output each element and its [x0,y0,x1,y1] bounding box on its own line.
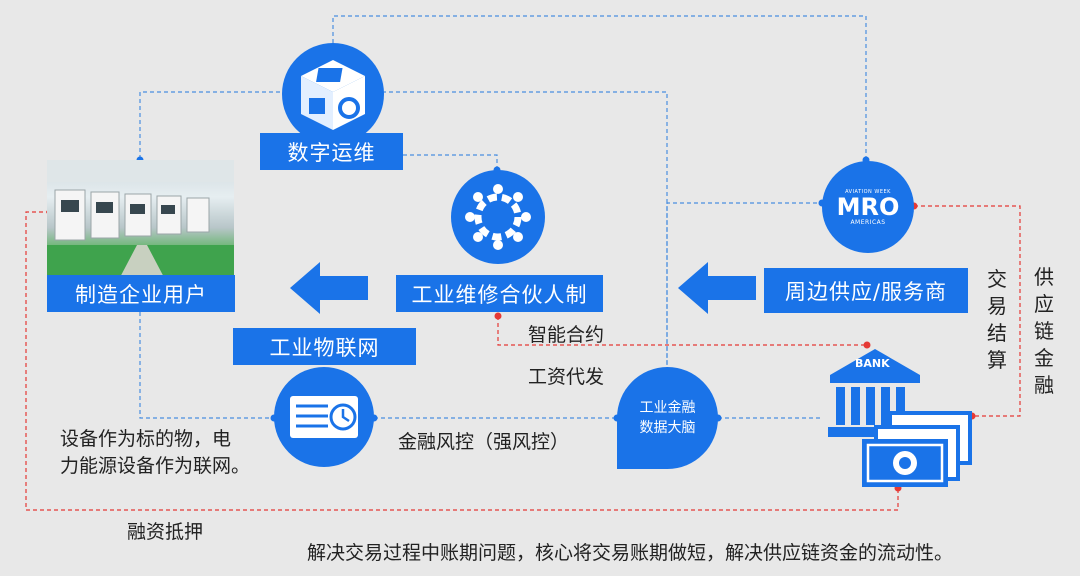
wage-payment-label: 工资代发 [528,366,605,388]
maintenance-partner-box: 工业维修合伙人制 [396,275,603,312]
finance-brain-node: 工业金融 数据大脑 [617,367,718,469]
suppliers-box: 周边供应/服务商 [764,268,968,313]
digital-ops-box: 数字运维 [260,133,403,170]
footer-note: 解决交易过程中账期问题，核心将交易账期做短，解决供应链资金的流动性。 [307,542,954,564]
trade-settlement-label: 交易结算 [987,267,1007,372]
maintenance-partner-label: 工业维修合伙人制 [411,282,588,307]
left-arrow-icon [290,262,368,314]
manufacturing-user-label: 制造企业用户 [75,282,207,307]
iiot-box: 工业物联网 [233,328,416,365]
iot-device-icon [274,367,374,467]
bank-label: BANK [855,357,890,370]
financing-mortgage-label: 融资抵押 [127,521,204,543]
equipment-text-line2: 力能源设备作为联网。 [60,455,251,477]
brain-line1: 工业金融 [639,400,696,416]
manufacturing-user-box: 制造企业用户 [47,275,235,312]
smart-contract-label: 智能合约 [528,324,605,346]
mro-logo-text: MRO [836,192,900,221]
mro-top-text: AVIATION WEEK [845,188,891,195]
brain-line2: 数据大脑 [639,420,696,436]
left-arrow-icon [678,262,756,314]
suppliers-label: 周边供应/服务商 [784,279,948,304]
digital-ops-label: 数字运维 [287,140,376,165]
partner-network-icon [451,170,545,264]
supply-chain-finance-label: 供应链金融 [1034,265,1054,397]
iiot-label: 工业物联网 [269,335,380,360]
mro-bottom-text: AMERICAS [850,218,886,226]
digital-ops-cube-icon [282,43,384,145]
equipment-text-line1: 设备作为标的物，电 [60,428,232,450]
factory-photo [47,160,234,283]
bank-icon [828,349,972,487]
mro-logo: AVIATION WEEK MRO AMERICAS [822,161,914,253]
risk-control-label: 金融风控（强风控） [398,431,570,453]
